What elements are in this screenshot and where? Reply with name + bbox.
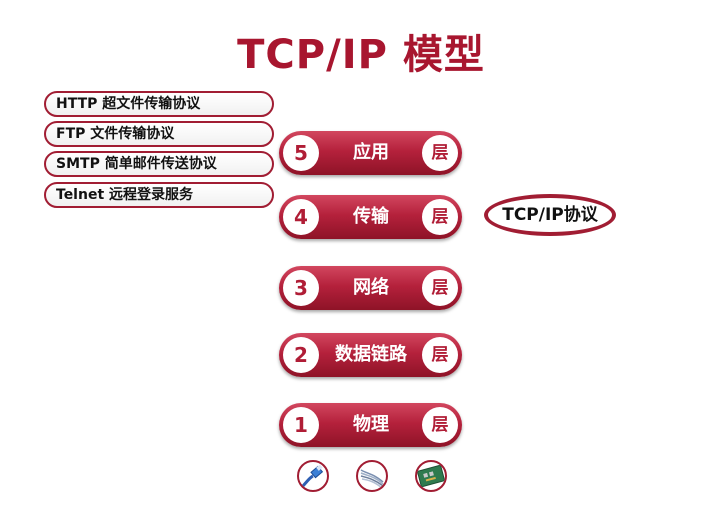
layer-3-network: 3 网络 层 [279,266,462,310]
network-card-icon [415,460,447,492]
layer-number: 4 [283,199,319,235]
layer-number: 5 [283,135,319,171]
layer-name: 传输 [353,206,389,227]
layer-name: 数据链路 [335,344,407,365]
layer-suffix: 层 [422,407,458,443]
app-protocol-ftp: FTP 文件传输协议 [44,121,274,147]
layer-4-transport: 4 传输 层 [279,195,462,239]
layer-suffix: 层 [422,270,458,306]
layer-5-application: 5 应用 层 [279,131,462,175]
twisted-wire-icon [356,460,388,492]
layer-number: 2 [283,337,319,373]
layer-suffix: 层 [422,337,458,373]
layer-name: 应用 [353,142,389,163]
layer-suffix: 层 [422,199,458,235]
network-cable-icon [297,460,329,492]
app-protocol-telnet: Telnet 远程登录服务 [44,182,274,208]
page-title: TCP/IP 模型 [237,32,485,78]
app-protocol-smtp: SMTP 简单邮件传送协议 [44,151,274,177]
layer-name: 物理 [353,414,389,435]
layer-1-physical: 1 物理 层 [279,403,462,447]
app-protocol-http: HTTP 超文件传输协议 [44,91,274,117]
tcpip-protocol-label: TCP/IP协议 [484,194,616,236]
layer-number: 3 [283,270,319,306]
layer-2-data-link: 2 数据链路 层 [279,333,462,377]
layer-number: 1 [283,407,319,443]
layer-suffix: 层 [422,135,458,171]
layer-name: 网络 [353,277,389,298]
